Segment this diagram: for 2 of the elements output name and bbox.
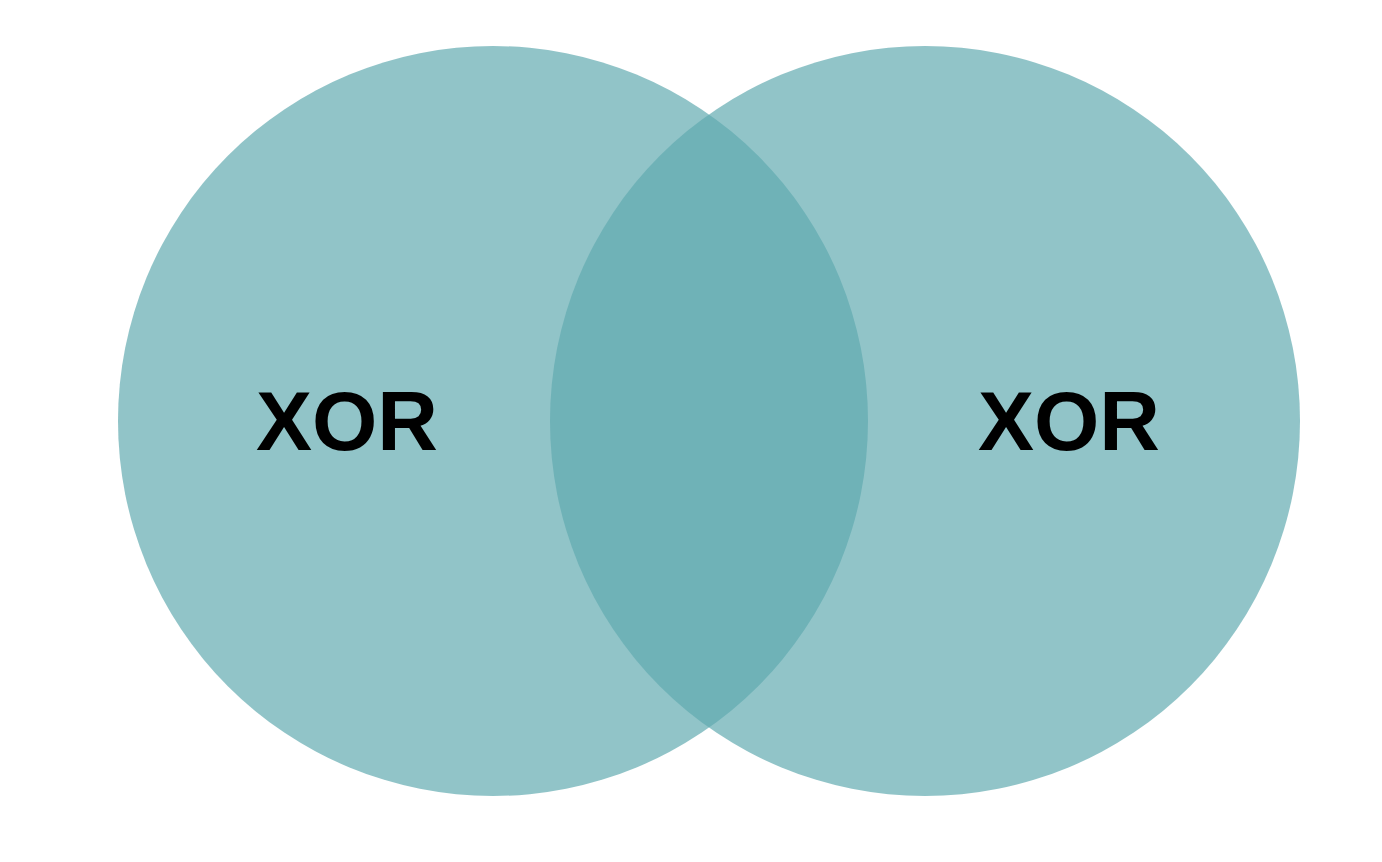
set-label: XOR [256, 379, 438, 463]
set-label: XOR [978, 379, 1160, 463]
